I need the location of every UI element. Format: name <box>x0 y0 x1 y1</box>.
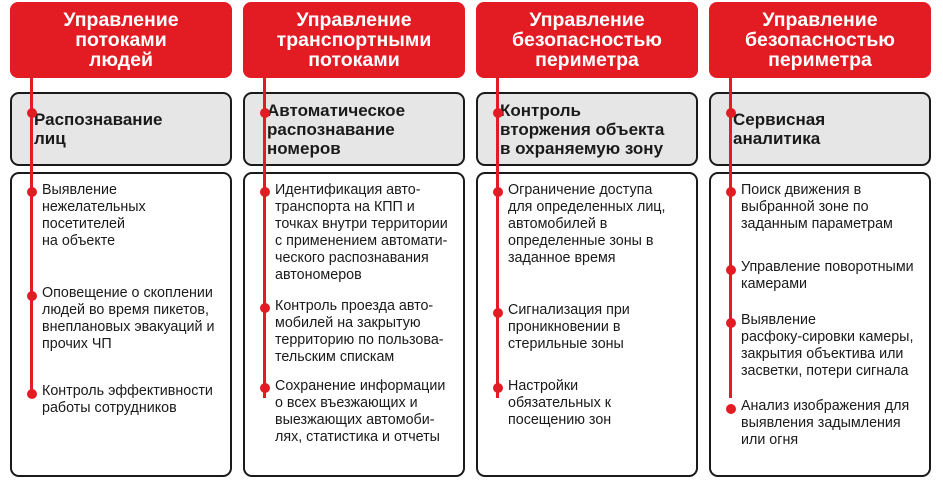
list-item: Настройки обязательных к посещению зон <box>508 378 612 428</box>
column-body <box>10 172 232 477</box>
list-item: Выявление расфоку-сировки камеры, закрыт… <box>741 312 914 379</box>
column-title: Сервисная аналитика <box>709 92 931 166</box>
column-traffic-flow: Управление транспортными потоками Автома… <box>243 0 465 483</box>
list-item: Идентификация авто- транспорта на КПП и … <box>275 182 448 283</box>
column-body <box>243 172 465 477</box>
item-bullet <box>259 383 270 393</box>
item-bullet <box>26 187 37 197</box>
column-header: Управление транспортными потоками <box>243 2 465 78</box>
item-bullet <box>492 308 503 318</box>
item-bullet <box>259 303 270 313</box>
list-item: Ограничение доступа для определенных лиц… <box>508 182 666 266</box>
title-bullet <box>26 108 37 118</box>
list-item: Контроль эффективности работы сотруднико… <box>42 383 213 416</box>
column-title: Контроль вторжения объекта в охраняемую … <box>476 92 698 166</box>
column-service-analytics: Управление безопасностью периметра Серви… <box>709 0 931 483</box>
connector-line <box>729 64 732 398</box>
column-people-flow: Управление потоками людей Распознавание … <box>10 0 232 483</box>
column-title: Автоматическое распознавание номеров <box>243 92 465 166</box>
list-item: Анализ изображения для выявления задымле… <box>741 398 910 448</box>
list-item: Контроль проезда авто- мобилей на закрыт… <box>275 298 444 365</box>
item-bullet <box>26 389 37 399</box>
list-item: Выявление нежелательных посетителей на о… <box>42 182 146 249</box>
column-title: Распознавание лиц <box>10 92 232 166</box>
column-body <box>476 172 698 477</box>
list-item: Оповещение о скоплении людей во время пи… <box>42 285 215 352</box>
title-bullet <box>492 108 503 118</box>
column-body <box>709 172 931 477</box>
column-header: Управление безопасностью периметра <box>709 2 931 78</box>
title-bullet <box>725 108 736 118</box>
item-bullet <box>725 404 736 414</box>
connector-line <box>30 64 33 398</box>
connector-line <box>496 64 499 398</box>
list-item: Управление поворотными камерами <box>741 259 914 292</box>
item-bullet <box>492 187 503 197</box>
item-bullet <box>725 318 736 328</box>
list-item: Сигнализация при проникновении в стериль… <box>508 302 630 352</box>
title-bullet <box>259 108 270 118</box>
item-bullet <box>725 265 736 275</box>
list-item: Поиск движения в выбранной зоне по задан… <box>741 182 893 232</box>
connector-line <box>263 64 266 398</box>
column-header: Управление потоками людей <box>10 2 232 78</box>
column-header: Управление безопасностью периметра <box>476 2 698 78</box>
item-bullet <box>259 187 270 197</box>
item-bullet <box>725 187 736 197</box>
item-bullet <box>26 291 37 301</box>
item-bullet <box>492 383 503 393</box>
list-item: Сохранение информации о всех въезжающих … <box>275 378 446 445</box>
column-perimeter-security: Управление безопасностью периметра Контр… <box>476 0 698 483</box>
